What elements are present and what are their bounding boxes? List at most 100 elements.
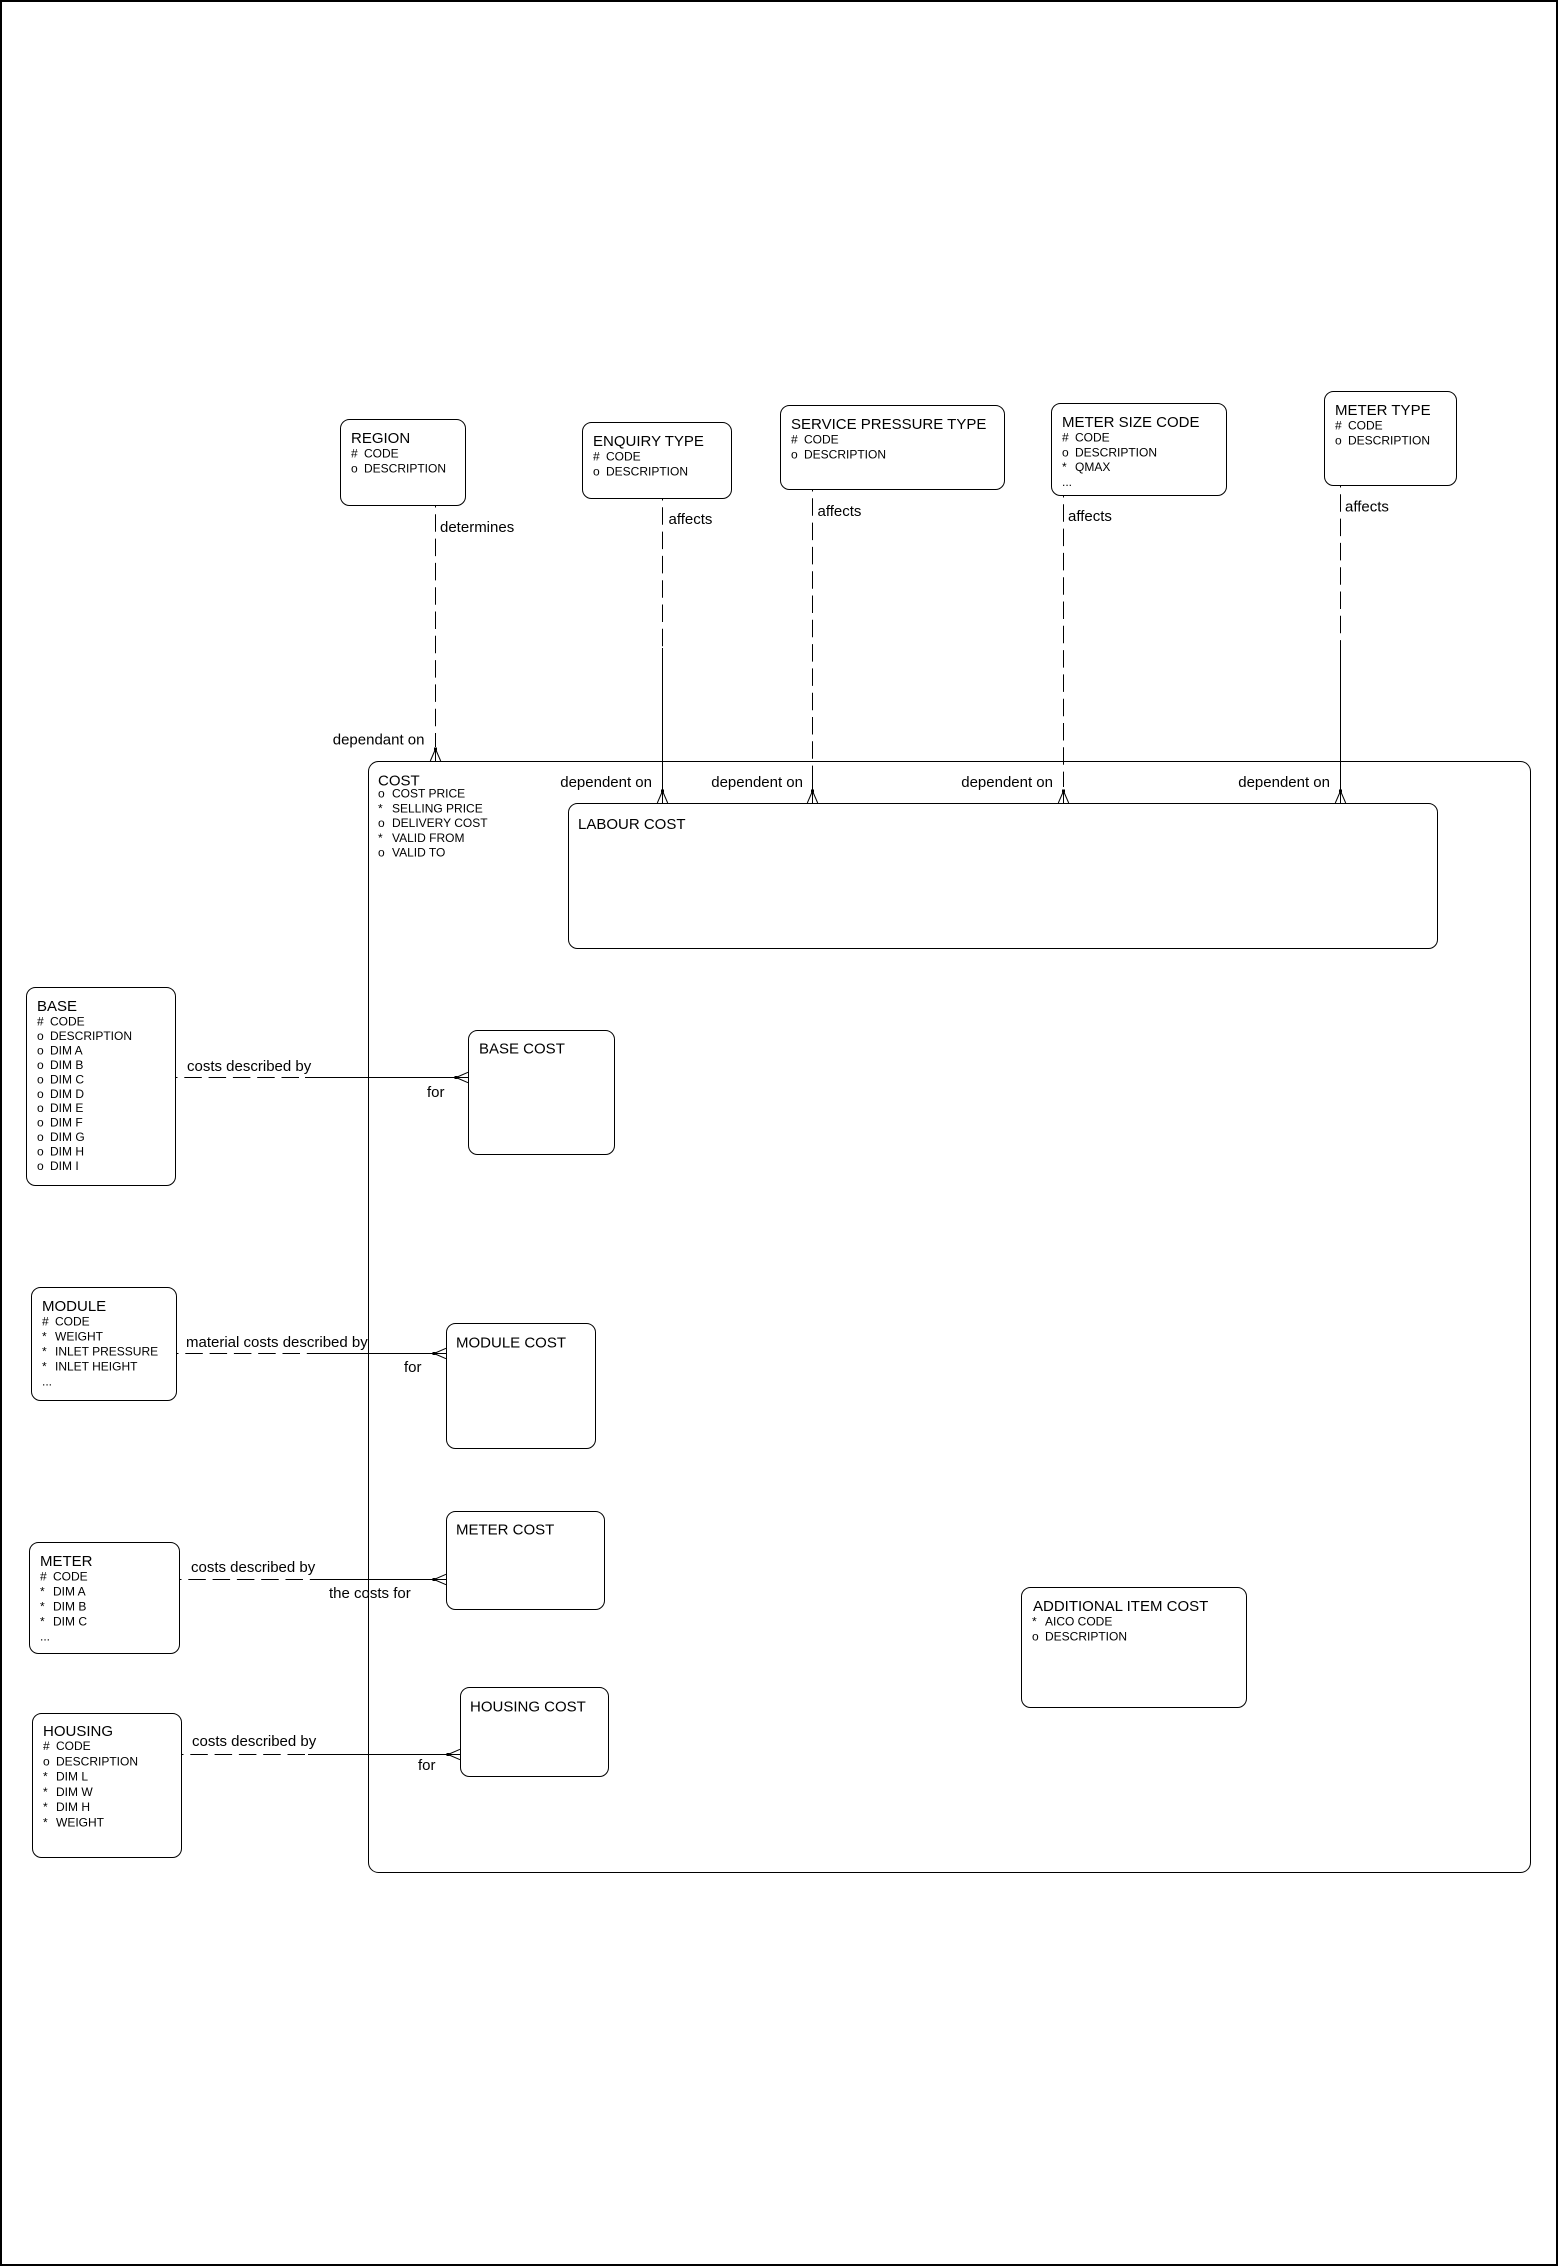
svg-text:the costs for: the costs for [329,1585,411,1602]
svg-text:DESCRIPTION: DESCRIPTION [606,464,688,478]
svg-text:o: o [37,1043,44,1057]
svg-text:*: * [378,831,383,845]
svg-text:o: o [37,1058,44,1072]
svg-text:dependent on: dependent on [1238,774,1330,791]
svg-text:DELIVERY COST: DELIVERY COST [392,816,488,830]
svg-text:HOUSING: HOUSING [43,1723,113,1740]
svg-text:o: o [378,787,385,801]
svg-text:o: o [37,1072,44,1086]
svg-text:CODE: CODE [55,1315,90,1329]
svg-text:#: # [37,1015,44,1029]
svg-text:*: * [42,1345,47,1359]
svg-text:METER TYPE: METER TYPE [1335,402,1431,419]
svg-text:METER: METER [40,1553,93,1570]
svg-text:ENQUIRY TYPE: ENQUIRY TYPE [593,433,704,450]
svg-text:#: # [40,1570,47,1584]
svg-text:o: o [378,846,385,860]
svg-text:o: o [1032,1629,1039,1643]
svg-text:o: o [37,1145,44,1159]
svg-text:*: * [43,1816,48,1830]
svg-text:HOUSING COST: HOUSING COST [470,1699,586,1716]
svg-text:for: for [404,1359,422,1376]
svg-text:DIM C: DIM C [53,1615,87,1629]
svg-text:#: # [43,1739,50,1753]
svg-text:DIM H: DIM H [50,1145,84,1159]
svg-text:costs described by: costs described by [191,1559,316,1576]
svg-text:*: * [378,801,383,815]
svg-text:o: o [351,461,358,475]
svg-text:o: o [37,1130,44,1144]
svg-text:for: for [427,1084,445,1101]
svg-text:#: # [42,1315,49,1329]
svg-text:CODE: CODE [56,1739,91,1753]
svg-text:material costs described by: material costs described by [186,1334,368,1351]
svg-text:DESCRIPTION: DESCRIPTION [364,461,446,475]
svg-text:*: * [42,1330,47,1344]
svg-text:QMAX: QMAX [1075,460,1110,474]
svg-text:DIM H: DIM H [56,1800,90,1814]
svg-text:#: # [593,450,600,464]
svg-text:DIM F: DIM F [50,1116,83,1130]
svg-text:DIM A: DIM A [53,1585,86,1599]
svg-text:*: * [1032,1615,1037,1629]
svg-text:CODE: CODE [53,1570,88,1584]
svg-text:DESCRIPTION: DESCRIPTION [56,1754,138,1768]
svg-text:DESCRIPTION: DESCRIPTION [50,1029,132,1043]
svg-text:costs described by: costs described by [192,1733,317,1750]
svg-text:*: * [43,1770,48,1784]
svg-text:VALID FROM: VALID FROM [392,831,464,845]
svg-text:INLET HEIGHT: INLET HEIGHT [55,1360,138,1374]
svg-text:*: * [43,1800,48,1814]
svg-text:o: o [378,816,385,830]
svg-text:DIM G: DIM G [50,1130,85,1144]
svg-text:DIM L: DIM L [56,1770,88,1784]
svg-text:*: * [40,1615,45,1629]
svg-text:DIM B: DIM B [53,1600,86,1614]
svg-text:VALID TO: VALID TO [392,846,445,860]
svg-text:*: * [1062,460,1067,474]
svg-text:...: ... [42,1375,52,1389]
svg-text:DIM I: DIM I [50,1159,79,1173]
svg-text:determines: determines [440,519,514,536]
svg-text:WEIGHT: WEIGHT [55,1330,104,1344]
svg-text:COST: COST [378,773,420,790]
svg-text:CODE: CODE [364,447,399,461]
svg-text:MODULE COST: MODULE COST [456,1335,566,1352]
svg-text:DESCRIPTION: DESCRIPTION [1348,433,1430,447]
svg-text:affects: affects [1068,508,1112,525]
svg-text:*: * [42,1360,47,1374]
svg-text:ADDITIONAL ITEM COST: ADDITIONAL ITEM COST [1033,1598,1208,1615]
svg-text:CODE: CODE [1348,419,1383,433]
svg-text:...: ... [1062,475,1072,489]
svg-text:#: # [351,447,358,461]
svg-text:o: o [37,1116,44,1130]
svg-text:dependant on: dependant on [333,732,425,749]
svg-text:affects: affects [669,511,713,528]
svg-text:WEIGHT: WEIGHT [56,1816,105,1830]
svg-text:o: o [37,1029,44,1043]
svg-text:CODE: CODE [50,1015,85,1029]
svg-text:CODE: CODE [1075,431,1110,445]
svg-text:CODE: CODE [606,450,641,464]
svg-text:o: o [37,1159,44,1173]
svg-text:METER COST: METER COST [456,1522,554,1539]
svg-text:*: * [40,1585,45,1599]
svg-text:METER SIZE CODE: METER SIZE CODE [1062,414,1200,431]
svg-text:costs described by: costs described by [187,1058,312,1075]
svg-text:DIM C: DIM C [50,1072,84,1086]
svg-text:BASE COST: BASE COST [479,1041,565,1058]
svg-text:o: o [593,464,600,478]
svg-text:#: # [1335,419,1342,433]
svg-text:REGION: REGION [351,430,410,447]
svg-text:dependent on: dependent on [711,774,803,791]
svg-text:BASE: BASE [37,998,77,1015]
svg-text:*: * [43,1785,48,1799]
svg-text:dependent on: dependent on [560,774,652,791]
svg-text:SELLING PRICE: SELLING PRICE [392,801,483,815]
svg-text:o: o [1062,445,1069,459]
svg-text:CODE: CODE [804,433,839,447]
svg-text:o: o [791,447,798,461]
svg-text:DIM D: DIM D [50,1087,84,1101]
svg-text:DIM B: DIM B [50,1058,83,1072]
svg-text:DESCRIPTION: DESCRIPTION [804,447,886,461]
